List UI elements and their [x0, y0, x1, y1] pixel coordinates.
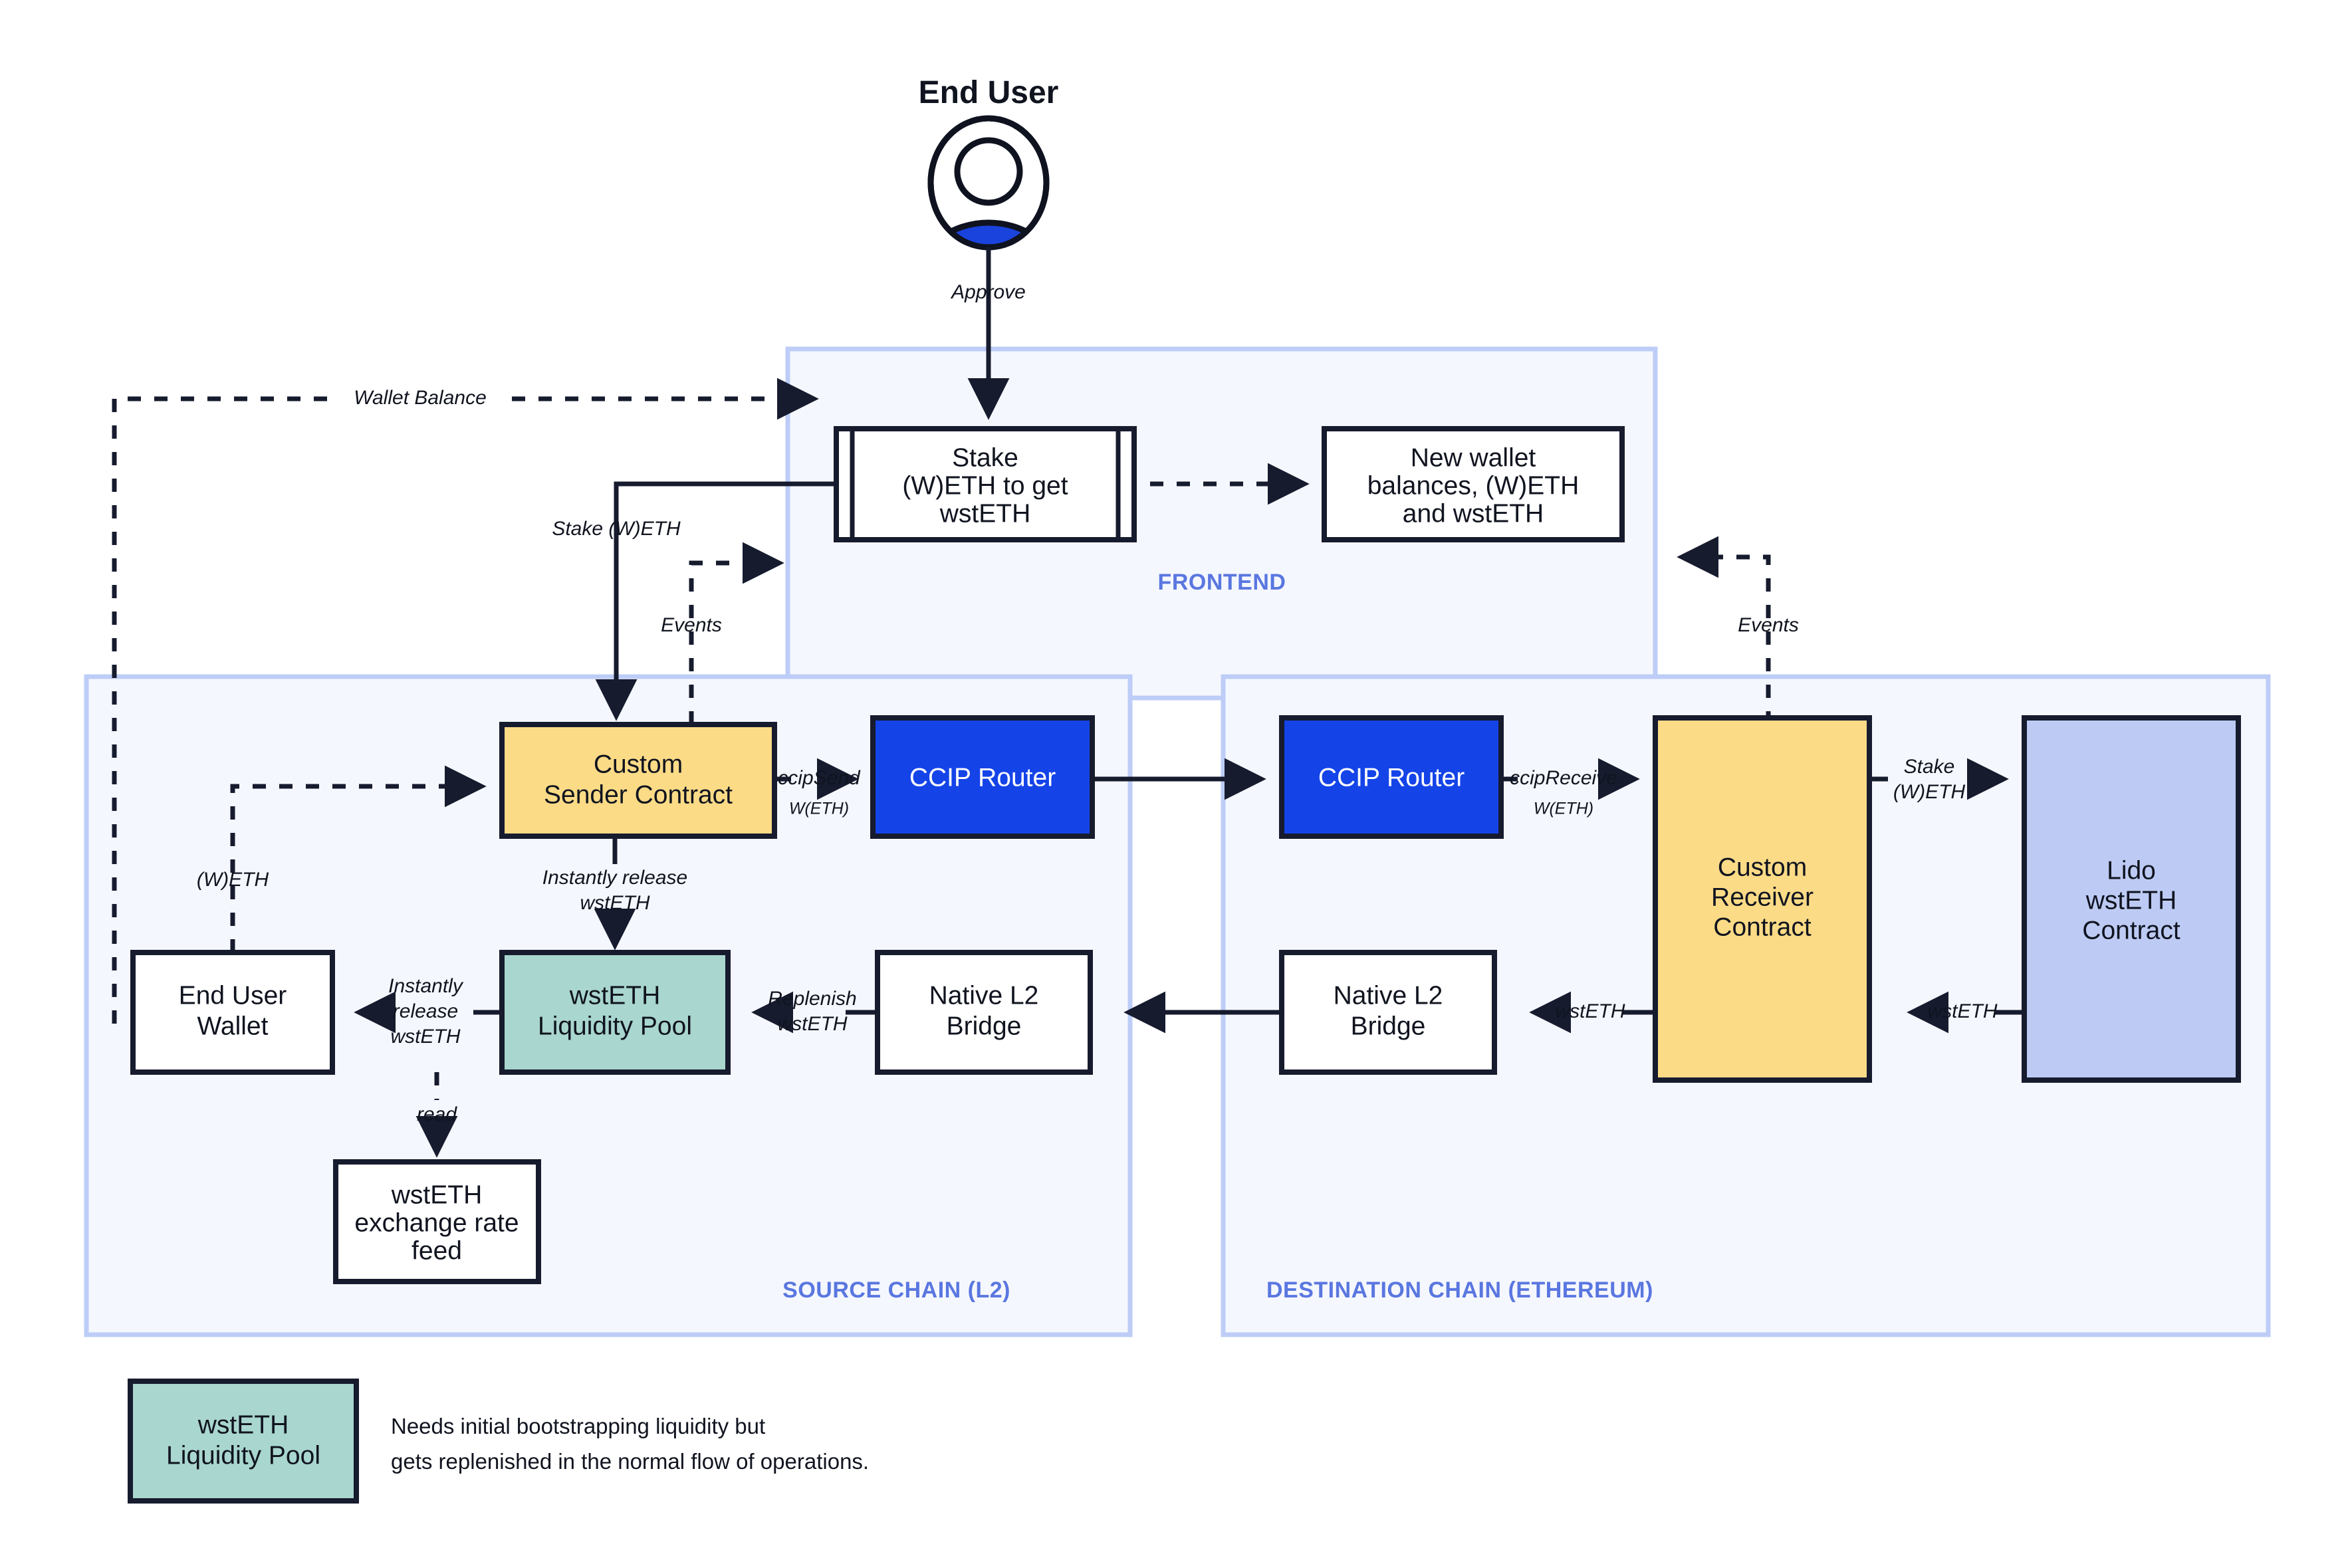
node-label-lido-contract-l2: wstETH [2085, 886, 2177, 915]
node-ccip-router-source[interactable]: CCIP Router [870, 715, 1095, 839]
edge-label-wsteth-to-bridge: wstETH [1556, 1000, 1625, 1022]
node-l2-bridge-destination[interactable]: Native L2 Bridge [1279, 950, 1497, 1075]
node-new-balances[interactable]: New wallet balances, (W)ETH and wstETH [1322, 426, 1625, 542]
edge-label-ccip-receive: ccipReceive [1510, 767, 1617, 789]
node-label-ccip-router-destination: CCIP Router [1318, 763, 1465, 792]
edge-events-right: Events [1677, 536, 1799, 725]
node-liquidity-pool[interactable]: wstETH Liquidity Pool [499, 950, 731, 1075]
legend: wstETH Liquidity Pool Needs initial boot… [128, 1379, 869, 1504]
node-label-new-balances-l3: and wstETH [1403, 499, 1544, 528]
edge-approve: Approve [950, 247, 1026, 420]
edge-label-stake-weth: Stake (W)ETH [552, 518, 681, 540]
edge-wsteth-from-lido: wstETH [1907, 991, 2024, 1034]
node-label-ccip-router-source: CCIP Router [909, 763, 1056, 792]
node-user-wallet[interactable]: End User Wallet [130, 950, 335, 1075]
edge-read-feed: read [415, 1072, 458, 1158]
legend-swatch-label-l2: Liquidity Pool [166, 1441, 320, 1470]
node-label-liquidity-pool-l2: Liquidity Pool [538, 1012, 692, 1040]
node-label-l2-bridge-source-l1: Native L2 [929, 981, 1039, 1010]
edge-label-instant-release-user-l3: wstETH [391, 1026, 461, 1048]
edge-label-read-feed: read [417, 1103, 457, 1125]
node-label-rate-feed-l1: wstETH [391, 1180, 483, 1209]
node-label-user-wallet-l1: End User [179, 981, 287, 1010]
edge-stake-weth: Stake (W)ETH [552, 481, 836, 721]
edge-wsteth-to-bridge: wstETH [1529, 991, 1655, 1034]
zone-label-destination-chain: DESTINATION CHAIN (ETHEREUM) [1266, 1278, 1653, 1303]
edge-label-replenish-l1: Replenish [768, 988, 856, 1010]
edge-label-instant-release-user-l1: Instantly [388, 975, 464, 997]
node-label-new-balances-l1: New wallet [1411, 443, 1536, 472]
edge-label-instant-release-lp-l2: wstETH [580, 892, 650, 914]
node-ccip-router-destination[interactable]: CCIP Router [1279, 715, 1504, 839]
node-sender-contract[interactable]: Custom Sender Contract [499, 722, 777, 839]
actor-title: End User [919, 75, 1059, 110]
node-label-receiver-contract-l1: Custom [1718, 853, 1807, 881]
node-label-receiver-contract-l3: Contract [1713, 913, 1812, 941]
edge-label-approve: Approve [950, 281, 1026, 303]
edge-weth-in: (W)ETH [197, 765, 487, 952]
edge-ccip-send: ccipSend W(ETH) [774, 758, 861, 818]
node-lido-contract[interactable]: Lido wstETH Contract [2022, 715, 2241, 1083]
edge-label-wsteth-from-lido: wstETH [1928, 1000, 1998, 1022]
edge-label-instant-release-user-l2: release [393, 1000, 458, 1022]
edge-instant-release-lp: Instantly release wstETH [542, 836, 687, 951]
edge-label-stake-weth-lido-l2: (W)ETH [1893, 781, 1966, 803]
node-label-l2-bridge-destination-l1: Native L2 [1334, 981, 1443, 1010]
node-stake-form[interactable]: Stake (W)ETH to get wstETH [834, 426, 1137, 542]
node-label-lido-contract-l3: Contract [2082, 916, 2180, 945]
edge-label-events-right: Events [1738, 614, 1799, 636]
edge-label-weth-in: (W)ETH [197, 869, 269, 891]
node-label-l2-bridge-destination-l2: Bridge [1351, 1012, 1426, 1040]
node-label-sender-contract-l1: Custom [594, 750, 683, 778]
edge-label-wallet-balance: Wallet Balance [354, 387, 487, 409]
edge-wallet-balance: Wallet Balance [112, 378, 819, 1024]
node-label-l2-bridge-source-l2: Bridge [947, 1012, 1022, 1040]
edge-events-left: Events [661, 542, 784, 725]
node-label-stake-form-l2: (W)ETH to get [902, 471, 1068, 500]
node-rate-feed[interactable]: wstETH exchange rate feed [333, 1159, 541, 1284]
node-l2-bridge-source[interactable]: Native L2 Bridge [875, 950, 1093, 1075]
edge-sublabel-ccip-receive: W(ETH) [1534, 800, 1593, 818]
edge-label-instant-release-lp-l1: Instantly release [542, 867, 687, 889]
node-label-stake-form-l1: Stake [952, 443, 1018, 472]
node-label-rate-feed-l2: exchange rate [354, 1208, 519, 1237]
node-label-stake-form-l3: wstETH [939, 499, 1031, 528]
legend-swatch-label-l1: wstETH [197, 1410, 289, 1439]
edge-label-stake-weth-lido-l1: Stake [1904, 756, 1955, 778]
edge-stake-weth-lido: Stake (W)ETH [1869, 756, 2009, 803]
node-label-user-wallet-l2: Wallet [197, 1012, 269, 1040]
edge-ccip-receive: ccipReceive W(ETH) [1501, 758, 1640, 818]
node-label-liquidity-pool-l1: wstETH [569, 981, 661, 1010]
zone-label-source-chain: SOURCE CHAIN (L2) [782, 1278, 1010, 1303]
edge-replenish: Replenish wstETH [751, 988, 878, 1035]
legend-swatch [128, 1379, 359, 1504]
legend-note-line2: gets replenished in the normal flow of o… [391, 1449, 869, 1474]
zone-label-frontend: FRONTEND [1158, 570, 1286, 595]
edge-sublabel-ccip-send: W(ETH) [789, 800, 849, 818]
edge-instant-release-user: Instantly release wstETH [354, 975, 502, 1048]
legend-note-line1: Needs initial bootstrapping liquidity bu… [391, 1414, 765, 1438]
node-receiver-contract[interactable]: Custom Receiver Contract [1653, 715, 1872, 1083]
node-label-receiver-contract-l2: Receiver [1711, 883, 1814, 911]
node-label-sender-contract-l2: Sender Contract [544, 780, 733, 809]
edge-label-ccip-send: ccipSend [778, 767, 861, 789]
edge-label-events-left: Events [661, 614, 722, 636]
node-label-lido-contract-l1: Lido [2107, 856, 2156, 885]
node-label-rate-feed-l3: feed [411, 1236, 462, 1265]
node-label-new-balances-l2: balances, (W)ETH [1367, 471, 1580, 500]
edge-label-replenish-l2: wstETH [778, 1013, 848, 1035]
